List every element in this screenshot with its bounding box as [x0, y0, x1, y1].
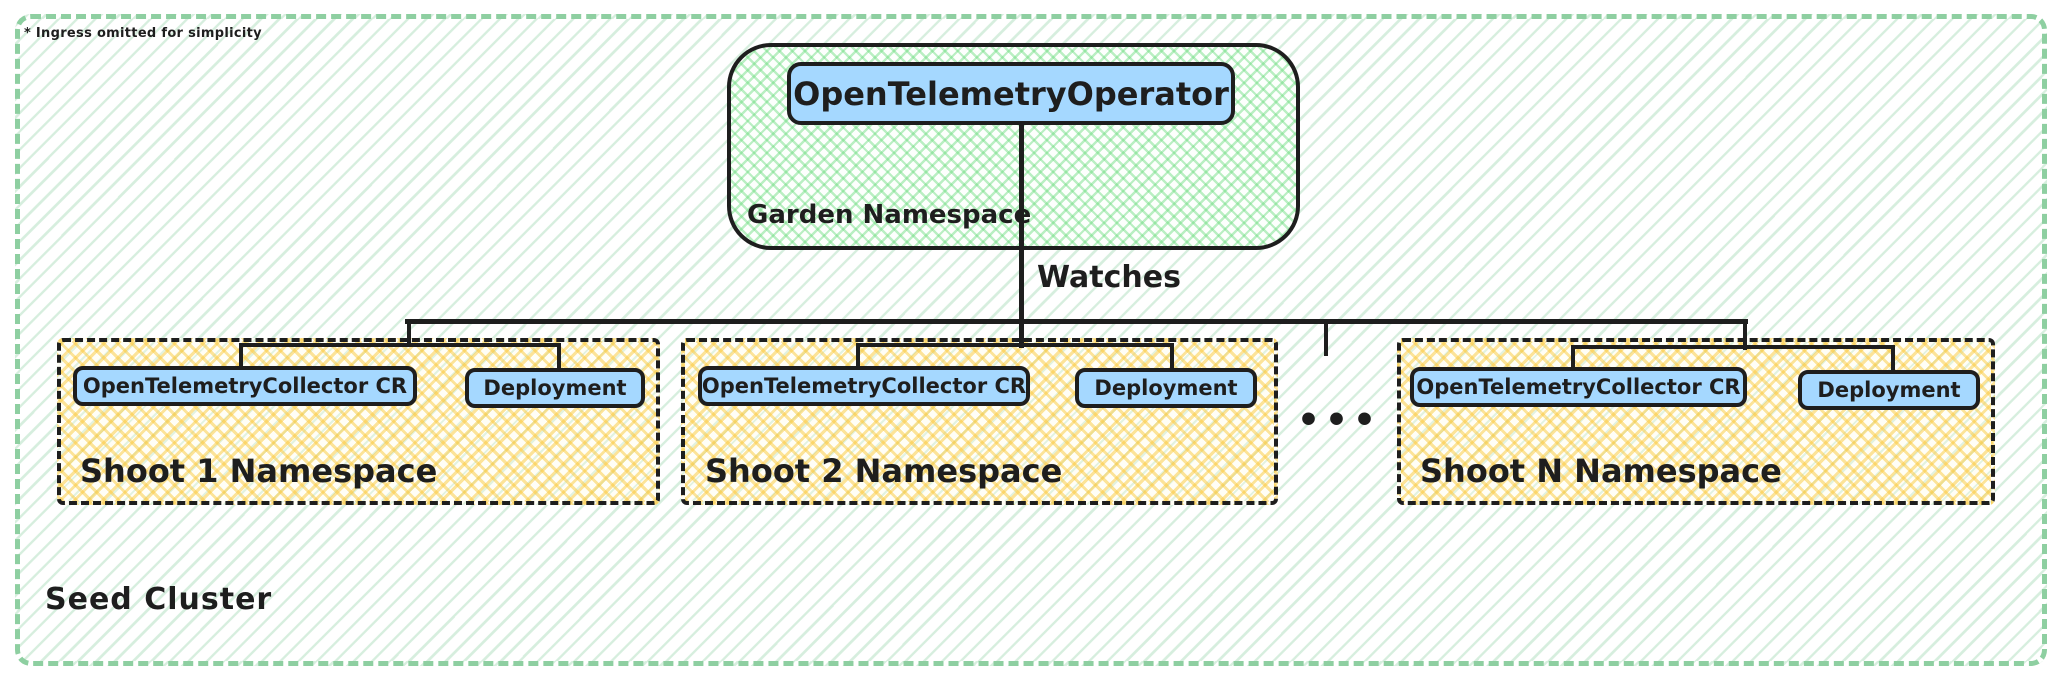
shoot-n-branch-stub — [1743, 319, 1747, 350]
garden-namespace-label: Garden Namespace — [747, 200, 1032, 230]
shoot-1-collector-drop-line — [239, 343, 243, 370]
shoot-2-collector-drop-line — [856, 343, 860, 370]
shoot-2-deployment-node: Deployment — [1075, 368, 1257, 408]
seed-cluster-label: Seed Cluster — [45, 582, 273, 617]
shoot-n-deployment-node: Deployment — [1798, 370, 1980, 410]
opentelemetry-operator-node: OpenTelemetryOperator — [787, 62, 1235, 125]
shoot-1-branch-stub — [407, 319, 411, 347]
ingress-footnote: * Ingress omitted for simplicity — [24, 26, 262, 41]
watches-trunk-line — [1019, 123, 1024, 348]
shoot-n-collector-cr-node: OpenTelemetryCollector CR — [1410, 367, 1747, 407]
watches-branch-line — [405, 319, 1748, 324]
more-shoots-ellipsis: ••• — [1297, 400, 1382, 441]
shoot-n-deployment-drop-line — [1891, 345, 1895, 374]
shoot-n-connector-line — [1571, 345, 1895, 349]
shoot-n-collector-drop-line — [1571, 345, 1575, 371]
shoot-1-connector-line — [239, 343, 561, 347]
shoot-1-collector-cr-node: OpenTelemetryCollector CR — [73, 366, 417, 406]
shoot-1-deployment-node: Deployment — [465, 368, 645, 408]
ellipsis-branch-stub — [1324, 319, 1328, 356]
shoot-2-deployment-drop-line — [1170, 343, 1174, 372]
shoot-1-deployment-drop-line — [557, 343, 561, 372]
shoot-2-connector-line — [856, 343, 1174, 347]
shoot-1-namespace-label: Shoot 1 Namespace — [80, 452, 438, 490]
shoot-n-namespace-label: Shoot N Namespace — [1420, 452, 1782, 490]
watches-edge-label: Watches — [1037, 260, 1181, 295]
shoot-2-collector-cr-node: OpenTelemetryCollector CR — [698, 366, 1030, 406]
shoot-2-namespace-label: Shoot 2 Namespace — [705, 452, 1063, 490]
